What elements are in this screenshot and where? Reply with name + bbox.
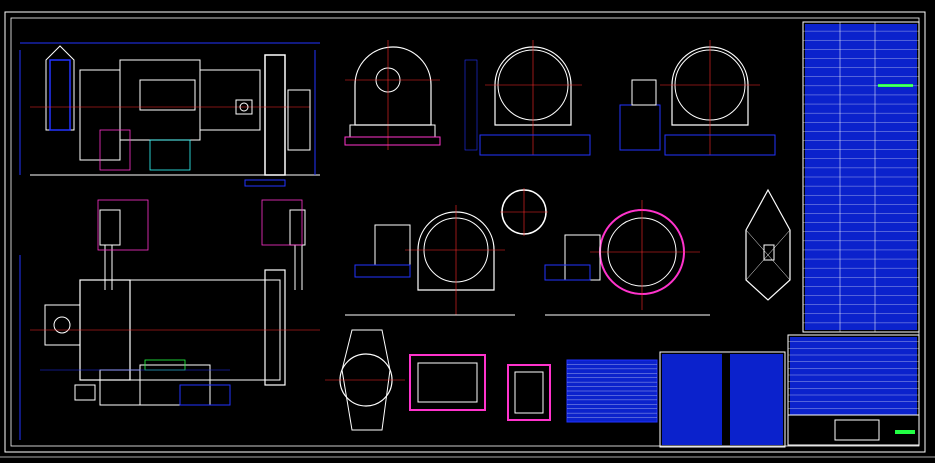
end-view-3-with-motor <box>619 40 776 156</box>
end-view-1 <box>344 40 441 150</box>
discharge-cone <box>745 188 791 301</box>
tech-notes-block <box>566 351 786 448</box>
end-view-2 <box>464 40 591 156</box>
outer-frame <box>4 11 926 453</box>
plan-view <box>19 199 320 440</box>
section-bearing <box>345 205 515 316</box>
feed-cone-section <box>325 329 405 431</box>
frame-detail-1 <box>409 354 486 411</box>
front-elevation <box>19 42 320 187</box>
ring-detail <box>500 188 548 236</box>
frame-detail-2 <box>507 364 551 421</box>
title-block <box>787 334 920 446</box>
gear-ring-section <box>544 200 710 316</box>
